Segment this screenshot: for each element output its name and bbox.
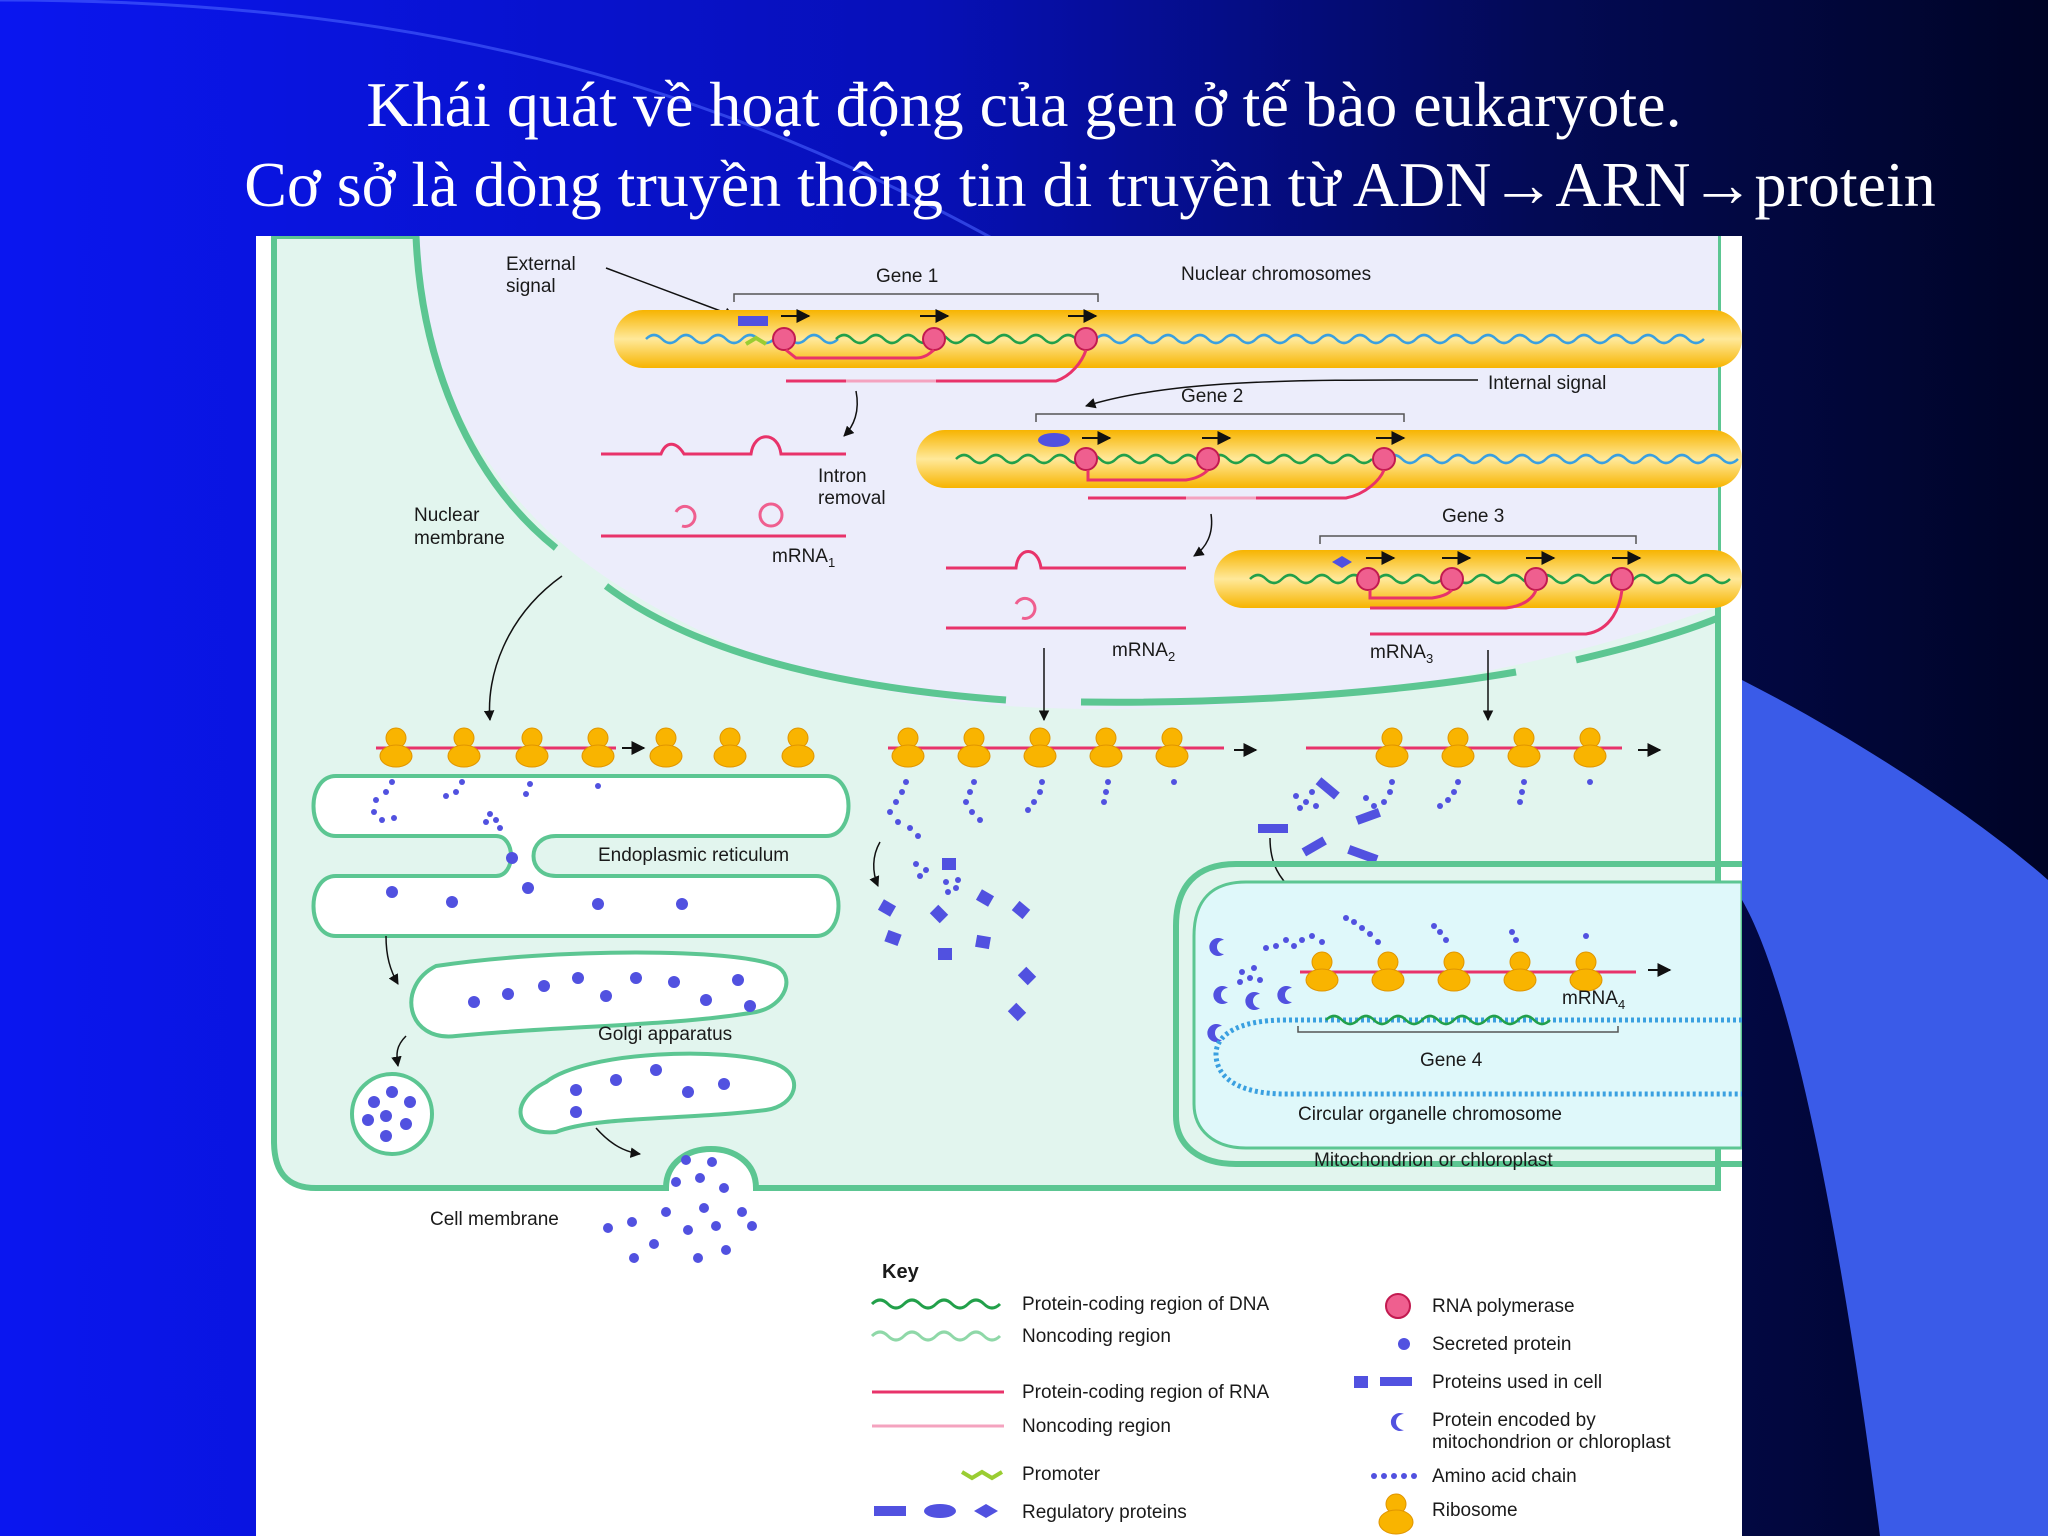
external-signal-label: External xyxy=(506,254,576,275)
gene2-label: Gene 2 xyxy=(1181,386,1243,407)
svg-text:RNA polymerase: RNA polymerase xyxy=(1432,1296,1575,1317)
mrna1-label: mRNA1 xyxy=(772,546,835,570)
mrna4-label: mRNA4 xyxy=(1562,988,1625,1012)
mitochondrion xyxy=(1173,861,1742,1167)
key-noncoding-dna-icon xyxy=(870,1330,1002,1342)
svg-text:Regulatory proteins: Regulatory proteins xyxy=(1022,1502,1187,1523)
internal-signal-label: Internal signal xyxy=(1488,373,1606,394)
key-amino-acid-chain-icon xyxy=(1371,1473,1417,1479)
svg-text:Secreted protein: Secreted protein xyxy=(1432,1334,1571,1355)
mrna2-label: mRNA2 xyxy=(1112,640,1175,664)
key-title: Key xyxy=(882,1261,920,1283)
key-coding-dna-icon xyxy=(870,1298,1002,1310)
cell-membrane-label: Cell membrane xyxy=(430,1209,559,1230)
svg-text:Promoter: Promoter xyxy=(1022,1464,1101,1485)
mrna3-label: mRNA3 xyxy=(1370,642,1433,666)
key-rna-polymerase-icon xyxy=(1385,1293,1411,1319)
gene3-label: Gene 3 xyxy=(1442,506,1504,527)
key-secreted-protein-icon xyxy=(1398,1338,1410,1350)
circular-chromosome-label: Circular organelle chromosome xyxy=(1298,1104,1562,1125)
svg-text:Ribosome: Ribosome xyxy=(1432,1500,1518,1521)
polysome-er xyxy=(376,727,815,768)
chromosome-gene3 xyxy=(1214,550,1742,636)
svg-text:signal: signal xyxy=(506,276,556,297)
slide-title-line-2: Cơ sở là dòng truyền thông tin di truyền… xyxy=(244,149,1936,220)
chromosome-gene1 xyxy=(614,309,1742,383)
mitochondrion-label: Mitochondrion or chloroplast xyxy=(1314,1150,1553,1171)
golgi-label: Golgi apparatus xyxy=(598,1024,732,1045)
gene3-bracket xyxy=(1319,535,1637,544)
key-regulatory-proteins-icon xyxy=(874,1504,998,1518)
slide-corner-swoosh xyxy=(1742,680,2048,1536)
polysome-cytosol xyxy=(877,727,1258,1022)
slide-title-line-1: Khái quát về hoạt động của gen ở tế bào … xyxy=(366,69,1682,140)
chromosome-gene2 xyxy=(916,430,1742,500)
diagram-key: Key Protein-coding region of DNA Noncodi… xyxy=(870,1261,1671,1535)
key-proteins-used-icon xyxy=(1354,1376,1412,1388)
svg-text:mitochondrion or chloroplast: mitochondrion or chloroplast xyxy=(1432,1432,1671,1453)
svg-text:Protein encoded by: Protein encoded by xyxy=(1432,1410,1596,1431)
gene1-label: Gene 1 xyxy=(876,266,938,287)
svg-text:Protein-coding region of RNA: Protein-coding region of RNA xyxy=(1022,1382,1269,1403)
gene-expression-diagram: External signal Gene 1 Nuclear chromosom… xyxy=(256,236,1742,1536)
external-signal-arrow xyxy=(605,267,735,318)
key-mito-protein-icon xyxy=(1390,1413,1404,1431)
secreted-proteins xyxy=(603,1155,757,1263)
gene2-bracket xyxy=(1035,413,1405,422)
slide-arc-decoration xyxy=(0,0,1101,302)
gene1-bracket xyxy=(733,293,1099,302)
svg-text:Protein-coding region of DNA: Protein-coding region of DNA xyxy=(1022,1294,1269,1315)
svg-text:Noncoding region: Noncoding region xyxy=(1022,1416,1171,1437)
mrna2-splicing xyxy=(946,550,1186,630)
nuclear-membrane xyxy=(412,236,559,551)
svg-text:Amino acid chain: Amino acid chain xyxy=(1432,1466,1577,1487)
svg-text:Noncoding region: Noncoding region xyxy=(1022,1326,1171,1347)
intron-removal-label: Intron xyxy=(818,466,867,487)
mrna1-splicing xyxy=(601,435,846,538)
svg-text:membrane: membrane xyxy=(414,528,505,549)
svg-text:Proteins used in cell: Proteins used in cell xyxy=(1432,1372,1602,1393)
nuclear-chromosomes-label: Nuclear chromosomes xyxy=(1181,264,1371,285)
er-label: Endoplasmic reticulum xyxy=(598,845,789,866)
gene4-label: Gene 4 xyxy=(1420,1050,1483,1071)
nuclear-membrane-label: Nuclear xyxy=(414,505,480,526)
key-promoter-icon xyxy=(960,1469,1004,1481)
endoplasmic-reticulum xyxy=(311,774,851,938)
key-ribosome-icon xyxy=(1378,1493,1414,1535)
internal-signal-arrow xyxy=(1084,379,1479,409)
golgi-apparatus xyxy=(350,950,797,1156)
svg-text:removal: removal xyxy=(818,488,886,509)
